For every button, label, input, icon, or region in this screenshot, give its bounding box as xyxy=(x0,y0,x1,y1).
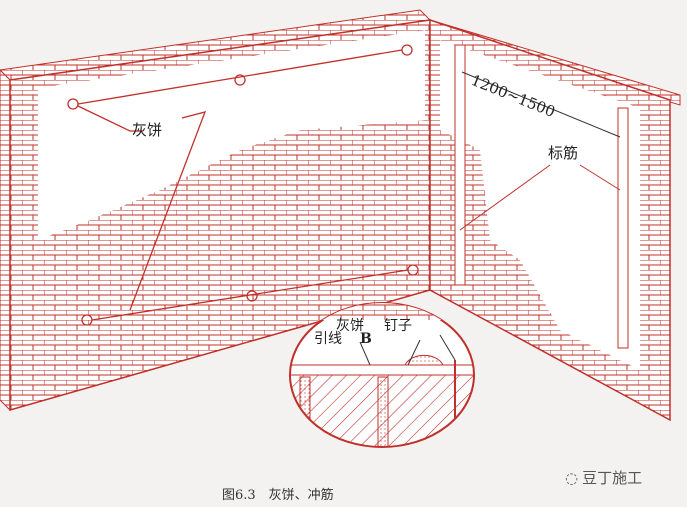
rib-leaders xyxy=(459,164,621,231)
standard-rib-right xyxy=(617,107,629,349)
watermark-text: 豆丁施工 xyxy=(582,469,643,487)
detail-guide-line-label: 引线 xyxy=(314,331,342,347)
detail-nail-label: 钉子 xyxy=(384,318,412,334)
dimension-line xyxy=(461,71,621,138)
watermark: ◌ 豆丁施工 xyxy=(565,467,642,488)
detail-plaster-cake-label: 灰饼 xyxy=(336,318,364,334)
wechat-icon: ◌ xyxy=(565,468,579,487)
plaster-cake-markers xyxy=(67,44,419,326)
plaster-cake-label: 灰饼 xyxy=(132,121,162,139)
detail-b-label: B xyxy=(360,331,372,347)
figure-caption: 图6.3 灰饼、冲筋 xyxy=(222,488,334,503)
right-wall xyxy=(429,18,681,422)
standard-rib-left xyxy=(454,44,466,286)
left-wall xyxy=(0,9,432,412)
standard-rib-label: 标筋 xyxy=(548,144,578,162)
